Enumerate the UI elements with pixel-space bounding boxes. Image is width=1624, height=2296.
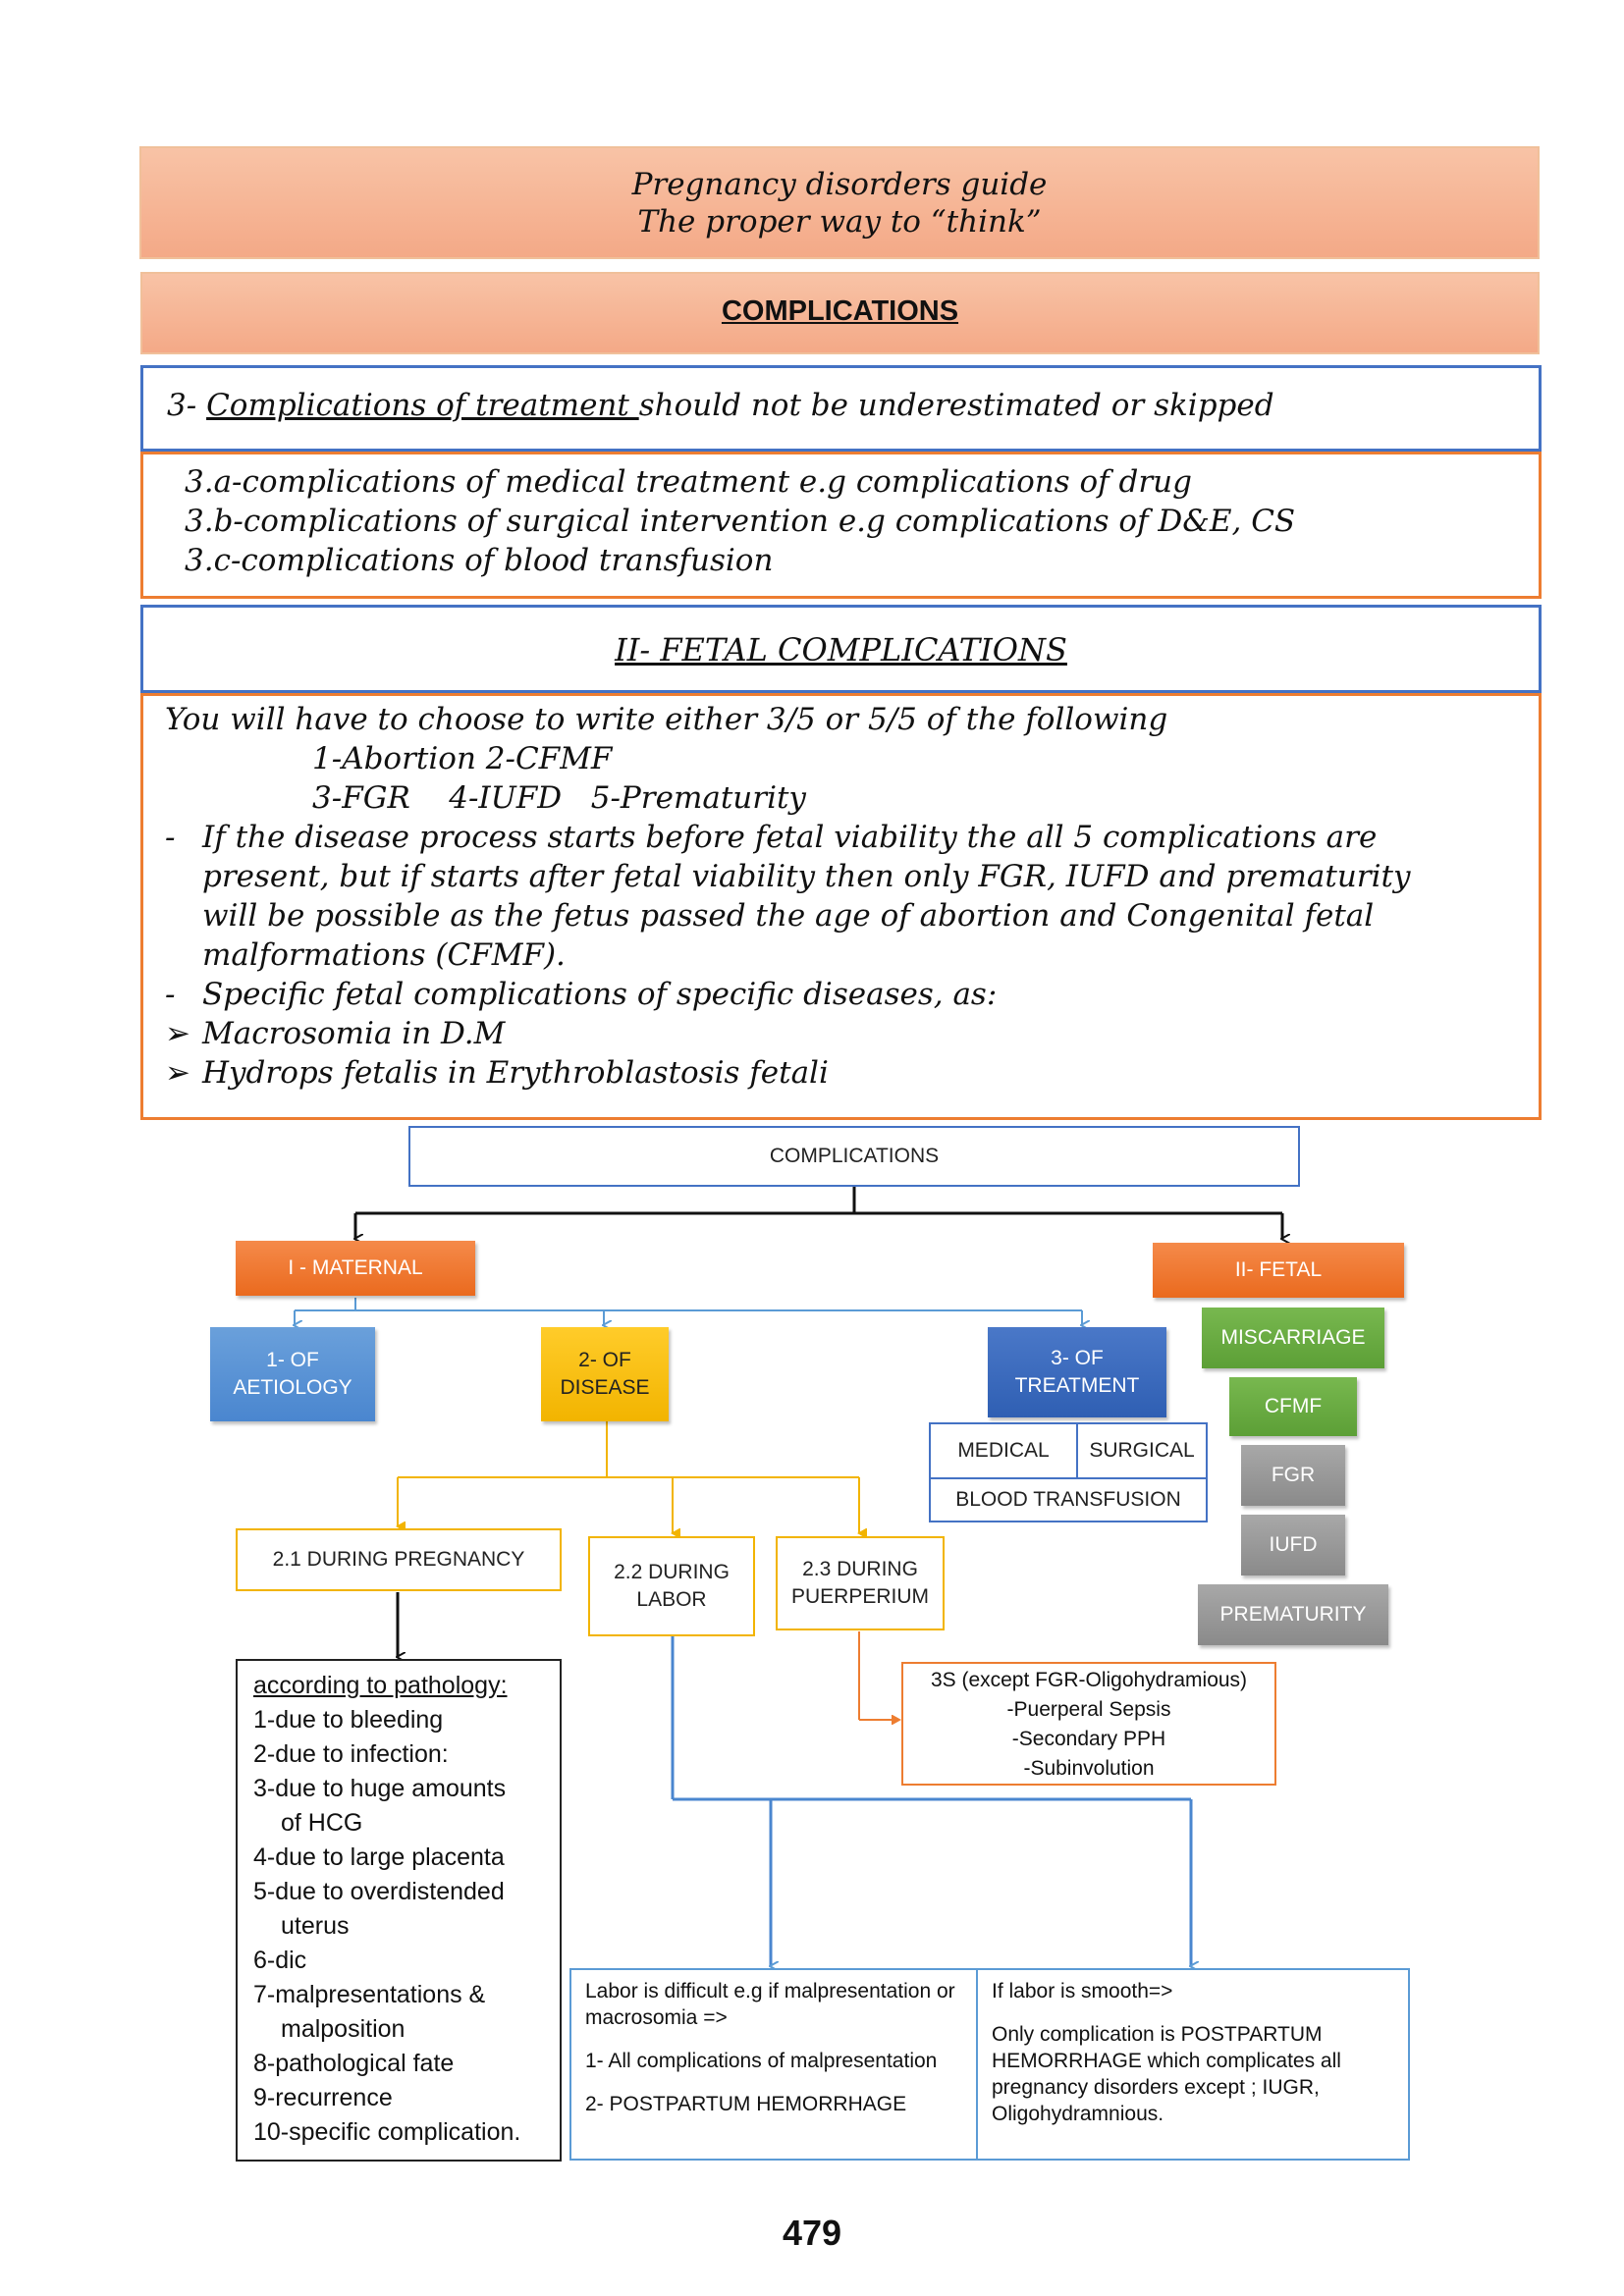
medical-node: MEDICAL xyxy=(929,1422,1078,1479)
complications-banner-text: COMPLICATIONS xyxy=(721,295,959,327)
surgical-node: SURGICAL xyxy=(1076,1422,1208,1479)
pathology-item: 5-due to overdistended xyxy=(253,1878,505,1905)
labor-difficult-text: 1- All complications of malpresentation xyxy=(585,2050,938,2072)
pathology-item: 10-specific complication. xyxy=(253,2118,521,2146)
fetal-header: II- FETAL COMPLICATIONS xyxy=(140,605,1542,693)
puerperium-complications-box: 3S (except FGR-Oligohydramious) -Puerper… xyxy=(901,1662,1276,1786)
during-labor-line: LABOR xyxy=(636,1588,707,1611)
labor-smooth-column: If labor is smooth=> Only complication i… xyxy=(976,1970,1408,2159)
pathology-item: 9-recurrence xyxy=(253,2084,393,2111)
fetal-bullet: Macrosomia in D.M xyxy=(202,1016,506,1051)
puerperium-connector xyxy=(858,1631,899,1720)
fetal-bullet: Hydrops fetalis in Erythroblastosis feta… xyxy=(202,1055,829,1091)
root-complications-node: COMPLICATIONS xyxy=(408,1126,1300,1187)
of-treatment-line: TREATMENT xyxy=(1014,1374,1140,1397)
puerperium-line: -Secondary PPH xyxy=(1011,1728,1166,1750)
cfmf-node: CFMF xyxy=(1229,1377,1357,1436)
arrow-bullet-icon: ➢ xyxy=(165,1016,190,1051)
pathology-item: 2-due to infection: xyxy=(253,1740,449,1768)
fetal-header-text: II- FETAL COMPLICATIONS xyxy=(615,631,1067,668)
of-aetiology-line: 1- OF xyxy=(266,1349,319,1371)
labor-difficult-text: 2- POSTPARTUM HEMORRHAGE xyxy=(585,2093,907,2115)
of-disease-node: 2- OF DISEASE xyxy=(541,1327,669,1421)
complications-banner: COMPLICATIONS xyxy=(140,272,1540,354)
miscarriage-node: MISCARRIAGE xyxy=(1202,1308,1384,1368)
pathology-list: according to pathology: 1-due to bleedin… xyxy=(236,1659,562,2162)
during-labor-node: 2.2 DURING LABOR xyxy=(588,1536,755,1636)
puerperium-line: -Subinvolution xyxy=(1023,1757,1155,1780)
arrow-bullet-icon: ➢ xyxy=(165,1055,190,1091)
pathology-item: 3-due to huge amounts xyxy=(253,1775,507,1802)
fetal-paragraph-line: If the disease process starts before fet… xyxy=(202,820,1378,855)
treatment-header-text: 3- Complications of treatment should not… xyxy=(167,388,1274,423)
treatment-item: 3.c-complications of blood transfusion xyxy=(185,543,774,578)
treatment-header-prefix: 3- xyxy=(167,388,207,423)
pathology-item: uterus xyxy=(281,1912,350,1940)
puerperium-line: -Puerperal Sepsis xyxy=(1006,1698,1171,1721)
page-number: 479 xyxy=(782,2213,842,2253)
of-treatment-node: 3- OF TREATMENT xyxy=(988,1327,1166,1417)
labor-difficult-column: Labor is difficult e.g if malpresentatio… xyxy=(571,1970,976,2159)
title-banner: Pregnancy disorders guide The proper way… xyxy=(139,146,1540,259)
during-puerperium-line: PUERPERIUM xyxy=(790,1585,930,1608)
labor-difficult-text: Labor is difficult e.g if malpresentatio… xyxy=(585,1980,955,2029)
fetal-paragraph-line: present, but if starts after fetal viabi… xyxy=(202,859,1411,894)
labor-smooth-text: Only complication is POSTPARTUM HEMORRHA… xyxy=(992,2023,1341,2125)
pathology-header: according to pathology: xyxy=(253,1672,508,1699)
during-labor-line: 2.2 DURING xyxy=(614,1561,730,1583)
of-aetiology-line: AETIOLOGY xyxy=(233,1376,352,1399)
of-disease-line: DISEASE xyxy=(560,1376,650,1399)
of-aetiology-node: 1- OF AETIOLOGY xyxy=(210,1327,375,1421)
pathology-item: of HCG xyxy=(281,1809,363,1837)
treatment-header-rest: should not be underestimated or skipped xyxy=(638,388,1274,423)
root-connector xyxy=(355,1187,1282,1239)
pathology-item: 1-due to bleeding xyxy=(253,1706,444,1734)
puerperium-line: 3S (except FGR-Oligohydramious) xyxy=(930,1669,1248,1691)
fetal-paragraph-line: will be possible as the fetus passed the… xyxy=(202,898,1375,934)
treatment-header-underlined: Complications of treatment xyxy=(206,388,639,423)
fetal-intro: You will have to choose to write either … xyxy=(165,702,1168,737)
blood-transfusion-node: BLOOD TRANSFUSION xyxy=(929,1477,1208,1522)
title-line-2: The proper way to “think” xyxy=(637,204,1042,240)
during-puerperium-line: 2.3 DURING xyxy=(802,1558,918,1580)
during-pregnancy-node: 2.1 DURING PREGNANCY xyxy=(236,1528,562,1591)
iufd-node: IUFD xyxy=(1241,1515,1345,1575)
fetal-node: II- FETAL xyxy=(1153,1243,1404,1298)
fetal-list-line-1: 1-Abortion 2-CFMF xyxy=(312,741,613,776)
treatment-list: 3.a-complications of medical treatment e… xyxy=(140,452,1542,599)
prematurity-node: PREMATURITY xyxy=(1198,1584,1388,1645)
treatment-header: 3- Complications of treatment should not… xyxy=(140,365,1542,452)
pathology-item: 8-pathological fate xyxy=(253,2050,455,2077)
maternal-node: I - MATERNAL xyxy=(236,1241,475,1296)
fetal-paragraph-line: malformations (CFMF). xyxy=(202,937,566,973)
pathology-item: 6-dic xyxy=(253,1947,307,1974)
labor-outcome-box: Labor is difficult e.g if malpresentatio… xyxy=(569,1968,1410,2161)
pathology-item: malposition xyxy=(281,2015,406,2043)
treatment-item: 3.b-complications of surgical interventi… xyxy=(185,504,1296,539)
of-treatment-line: 3- OF xyxy=(1051,1347,1104,1369)
fetal-specific: Specific fetal complications of specific… xyxy=(202,977,998,1012)
dash-marker: - xyxy=(165,820,176,855)
dash-marker: - xyxy=(165,977,176,1012)
maternal-connector xyxy=(295,1298,1082,1325)
treatment-item: 3.a-complications of medical treatment e… xyxy=(185,464,1192,500)
pathology-item: 7-malpresentations & xyxy=(253,1981,486,2008)
title-line-1: Pregnancy disorders guide xyxy=(631,167,1048,202)
fgr-node: FGR xyxy=(1241,1445,1345,1506)
fetal-complications-body: You will have to choose to write either … xyxy=(140,693,1542,1120)
of-disease-line: 2- OF xyxy=(578,1349,631,1371)
labor-smooth-text: If labor is smooth=> xyxy=(992,1980,1173,2002)
disease-connector xyxy=(398,1421,859,1533)
pathology-item: 4-due to large placenta xyxy=(253,1843,505,1871)
fetal-list-line-2: 3-FGR 4-IUFD 5-Prematurity xyxy=(312,780,806,816)
during-puerperium-node: 2.3 DURING PUERPERIUM xyxy=(776,1536,945,1630)
